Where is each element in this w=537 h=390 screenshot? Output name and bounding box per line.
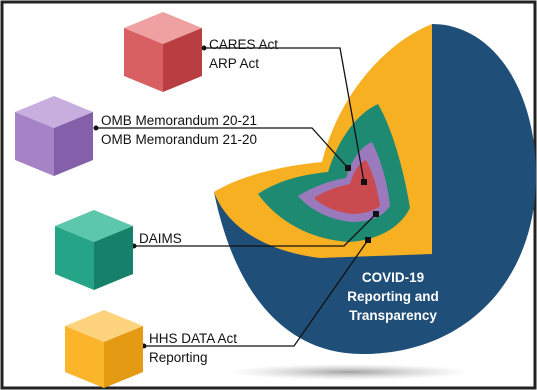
hhs-marker	[365, 237, 371, 243]
omb-marker	[345, 165, 351, 171]
label-omb-20-21: OMB Memorandum 20-21	[101, 113, 258, 128]
cares-leader-line	[204, 47, 365, 183]
label-cares-act: CARES Act	[209, 37, 279, 52]
core-label: COVID-19 Reporting and Transparency	[318, 268, 468, 325]
label-daims: DAIMS	[139, 231, 182, 246]
cares-marker	[361, 179, 367, 185]
core-line-2: Reporting and	[347, 289, 439, 304]
cares-dot-left	[201, 45, 207, 51]
label-arp-act: ARP Act	[209, 56, 260, 71]
label-omb-21-20: OMB Memorandum 21-20	[101, 132, 258, 147]
label-hhs-data-act: HHS DATA Act	[149, 331, 238, 346]
omb-leader-line	[96, 127, 349, 169]
hhs-leader-line	[144, 239, 369, 347]
omb-dot-left	[93, 125, 99, 131]
sphere-shadow	[230, 364, 470, 380]
sphere-shell	[214, 24, 536, 354]
orange-cube-icon	[65, 310, 143, 388]
label-reporting: Reporting	[149, 350, 208, 365]
core-line-1: COVID-19	[361, 270, 425, 285]
purple-cube-icon	[15, 96, 93, 176]
red-core	[314, 160, 380, 214]
red-cube-icon	[124, 12, 202, 92]
core-line-3: Transparency	[349, 308, 437, 323]
daims-marker	[373, 211, 379, 217]
daims-leader-line	[134, 213, 377, 247]
teal-cube-icon	[55, 210, 133, 290]
